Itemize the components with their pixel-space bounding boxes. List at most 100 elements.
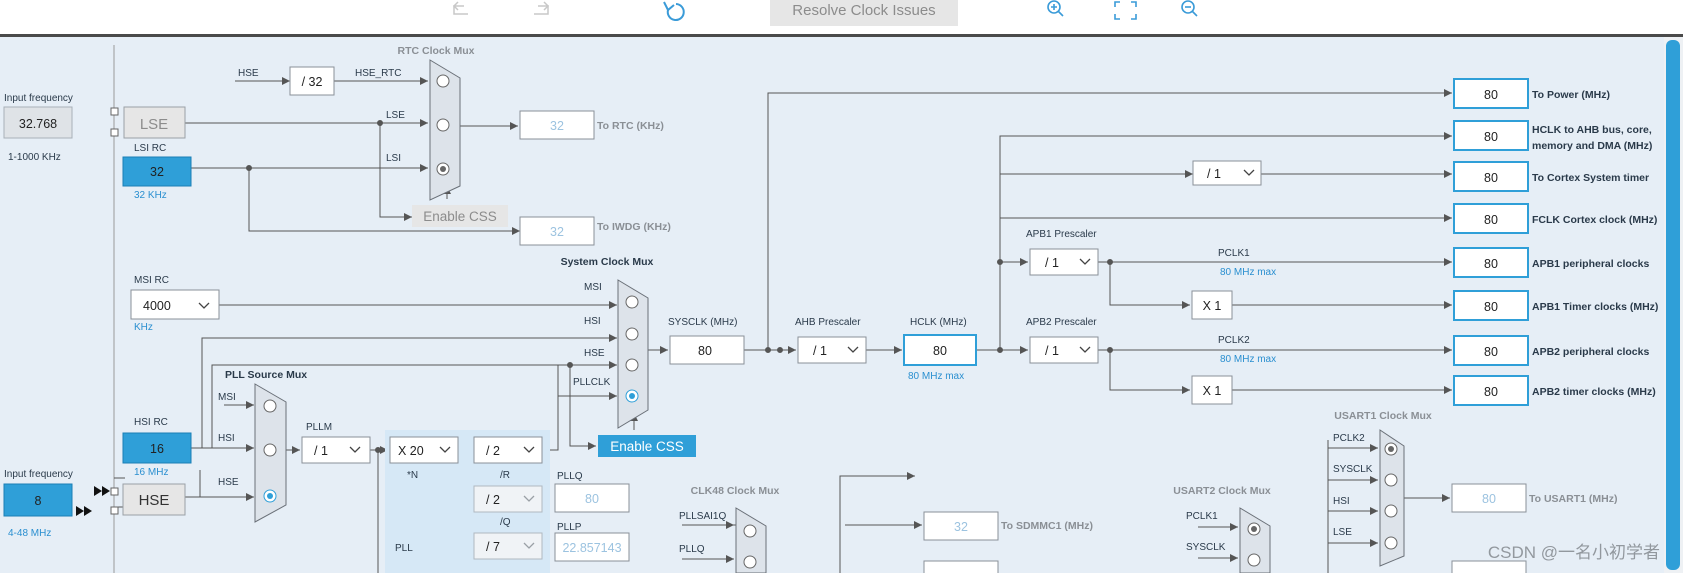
sysmux-option-msi[interactable] — [625, 295, 639, 309]
pllm-select[interactable] — [301, 436, 371, 464]
zoom-in-icon[interactable] — [1047, 0, 1064, 17]
hse-frequency-value: 8 — [35, 494, 42, 508]
resolve-clock-issues-button[interactable] — [770, 0, 958, 26]
lsi-rc-value: 32 — [150, 165, 164, 179]
output-box-fclk[interactable] — [1453, 203, 1529, 234]
system-clock-mux — [617, 279, 649, 429]
pll-src-option-hsi[interactable] — [263, 443, 277, 457]
pll-r-value: / 2 — [486, 444, 500, 458]
pll-n-value: X 20 — [398, 444, 424, 458]
hsi-rc-unit: 16 MHz — [134, 467, 168, 478]
sysmux-option-hsi[interactable] — [625, 327, 639, 341]
pclk1-label: PCLK1 — [1218, 248, 1250, 259]
pllp-output-box — [554, 532, 630, 562]
pllq-output-box — [554, 483, 630, 513]
pll-src-option-msi[interactable] — [263, 399, 277, 413]
output-value-apb1-timer: 80 — [1484, 300, 1498, 314]
hse-frequency-input[interactable] — [3, 483, 73, 517]
rtc-mux-option-lse[interactable] — [436, 118, 450, 132]
ahb-prescaler-chevron-down-icon — [847, 346, 859, 353]
output-box-power[interactable] — [1453, 78, 1529, 109]
usart2-option-sysclk[interactable] — [1247, 553, 1261, 567]
output-box-apb1-timer[interactable] — [1453, 290, 1529, 321]
msi-rc-label: MSI RC — [134, 275, 169, 286]
output-box-apb2-timer[interactable] — [1453, 375, 1529, 406]
lse-frequency-range: 1-1000 KHz — [8, 152, 61, 163]
rtc-hse-divider-value: / 32 — [302, 75, 323, 89]
output-label-apb1-timer: APB1 Timer clocks (MHz) — [1532, 301, 1658, 313]
sdmmc1-output-label: To SDMMC1 (MHz) — [1001, 520, 1093, 532]
clk48-option-pllsai1q[interactable] — [743, 524, 757, 538]
lsi-rc-block[interactable] — [122, 156, 192, 187]
system-clock-mux-title: System Clock Mux — [561, 256, 654, 268]
usart1-option-sysclk[interactable] — [1384, 473, 1398, 487]
pll-n-chevron-down-icon — [439, 446, 451, 453]
lse-frequency-input[interactable] — [3, 106, 73, 139]
pclk1-max: 80 MHz max — [1220, 267, 1276, 278]
resolve-clock-issues-label: Resolve Clock Issues — [792, 2, 935, 19]
redo-icon[interactable] — [534, 1, 550, 15]
msi-rc-value: 4000 — [143, 299, 171, 313]
output-box-cortex-timer[interactable] — [1453, 161, 1529, 192]
sysclk-value-box — [669, 335, 745, 365]
hse-pin-arrows — [76, 486, 110, 516]
rtc-output-value-box — [519, 110, 595, 140]
hsi-rc-label: HSI RC — [134, 417, 168, 428]
pll-n-select[interactable] — [389, 436, 459, 464]
cortex-timer-divider-select[interactable] — [1192, 160, 1262, 186]
apb1-prescaler-label: APB1 Prescaler — [1026, 229, 1097, 240]
fit-screen-icon[interactable] — [1114, 1, 1137, 20]
lse-input-frequency-label: Input frequency — [4, 93, 73, 104]
toolbar: Resolve Clock Issues — [0, 0, 1683, 34]
lse-connector-top — [110, 107, 119, 116]
output-box-hclk-ahb[interactable] — [1453, 120, 1529, 151]
apb2-prescaler-chevron-down-icon — [1079, 346, 1091, 353]
apb2-timer-multiplier — [1191, 375, 1233, 405]
apb1-prescaler-select[interactable] — [1029, 248, 1099, 276]
clock-outputs: 80 To Power (MHz) 80 HCLK to AHB bus, co… — [1453, 78, 1658, 406]
output-label-hclk-ahb: HCLK to AHB bus, core, — [1532, 124, 1652, 136]
usart1-clock-mux — [1379, 429, 1405, 567]
clock-tree-diagram: Input frequency 32.768 1-1000 KHz LSE LS… — [3, 37, 1683, 576]
output-box-apb1-peripheral[interactable] — [1453, 247, 1529, 278]
rtc-enable-css-label: Enable CSS — [423, 209, 497, 224]
rtc-mux-option-lsi-selected-dot — [440, 166, 446, 172]
refresh-icon[interactable] — [663, 1, 685, 21]
usart1-sysclk-label: SYSCLK — [1333, 464, 1373, 475]
lse-block[interactable] — [123, 106, 186, 139]
rtc-mux-option-hse[interactable] — [436, 74, 450, 88]
hsi-rc-block[interactable] — [122, 432, 192, 464]
rtc-enable-css-button[interactable] — [412, 205, 508, 227]
usart1-option-lse[interactable] — [1384, 536, 1398, 550]
sysmux-enable-css-button[interactable] — [598, 435, 696, 457]
pll-src-hsi-label: HSI — [218, 433, 235, 444]
pll-src-hse-label: HSE — [218, 477, 239, 488]
usart1-output-label: To USART1 (MHz) — [1529, 493, 1617, 505]
clk48-clock-mux-title: CLK48 Clock Mux — [691, 485, 780, 497]
ahb-prescaler-label: AHB Prescaler — [795, 317, 861, 328]
output-label-power: To Power (MHz) — [1532, 89, 1610, 101]
usart2-pclk1-label: PCLK1 — [1186, 511, 1218, 522]
zoom-out-icon[interactable] — [1181, 0, 1198, 17]
hse-connector-top — [110, 487, 119, 496]
pclk2-label: PCLK2 — [1218, 335, 1250, 346]
apb2-timer-multiplier-value: X 1 — [1203, 384, 1222, 398]
cortex-timer-divider-value: / 1 — [1207, 167, 1221, 181]
hse-block[interactable] — [122, 483, 186, 516]
msi-rc-select[interactable] — [130, 289, 220, 320]
pll-label: PLL — [395, 543, 413, 554]
iwdg-output-value: 32 — [550, 225, 564, 239]
usart1-option-hsi[interactable] — [1384, 504, 1398, 518]
pllp-output-value: 22.857143 — [562, 541, 621, 555]
output-value-power: 80 — [1484, 88, 1498, 102]
vertical-scrollbar-thumb[interactable] — [1666, 40, 1680, 570]
sysmux-option-hse[interactable] — [625, 358, 639, 372]
lse-block-label: LSE — [140, 116, 168, 133]
hclk-input[interactable] — [903, 334, 977, 366]
hse-frequency-range: 4-48 MHz — [8, 528, 51, 539]
pllq-label: PLLQ — [557, 471, 583, 482]
output-box-apb2-peripheral[interactable] — [1453, 335, 1529, 366]
apb1-timer-multiplier — [1191, 290, 1233, 320]
clk48-option-pllq[interactable] — [743, 555, 757, 569]
undo-icon[interactable] — [452, 1, 468, 15]
